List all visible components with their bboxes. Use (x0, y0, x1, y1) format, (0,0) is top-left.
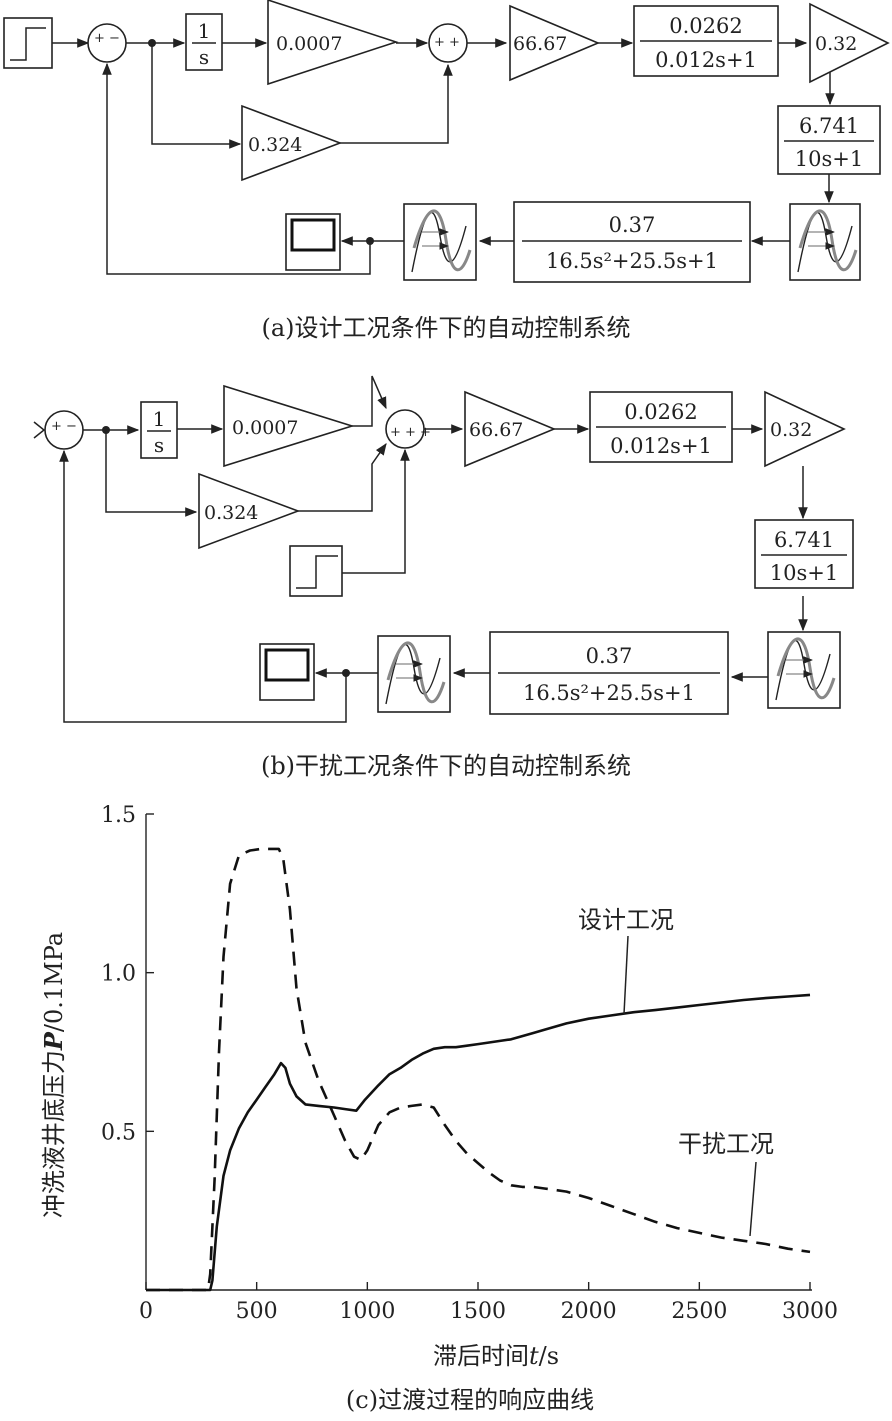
series-layer (146, 847, 811, 1292)
gain-value: 0.324 (248, 134, 302, 156)
caption-a: (a)设计工况条件下的自动控制系统 (261, 314, 630, 342)
caption-c: (c)过渡过程的响应曲线 (346, 1386, 594, 1414)
diagram-b: + − 1 s 0.0007 0.324 + + + (33, 375, 854, 780)
gain-block-0324-b: 0.324 (198, 472, 301, 550)
integrator-block-a: 1 s (185, 13, 223, 71)
leader-line-disturbance (749, 1161, 757, 1237)
sum-junction-1-b: + − (44, 410, 84, 450)
gain-value: 66.67 (513, 33, 567, 55)
transport-delay-block-2-b (377, 635, 451, 713)
transport-delay-block-2-a (403, 203, 477, 281)
gain-value: 0.324 (204, 502, 258, 524)
scope-block-b (259, 643, 315, 701)
scope-block-a (285, 213, 341, 271)
tf-numerator: 0.0262 (624, 400, 697, 424)
x-tick-label: 3000 (782, 1299, 838, 1324)
transfer-function-1-b: 0.0262 0.012s+1 (589, 391, 733, 463)
series-line-design (146, 993, 811, 1292)
tf-denominator: 10s+1 (770, 561, 838, 585)
x-tick-label: 1000 (339, 1299, 395, 1324)
gain-value: 0.32 (815, 33, 857, 55)
gain-block-6667-a: 66.67 (509, 4, 601, 82)
step-source-b (289, 545, 343, 597)
transfer-function-2-a: 6.741 10s+1 (777, 105, 881, 175)
gain-block-0007-b: 0.0007 (223, 384, 355, 468)
x-ticks: 0 500 1000 1500 2000 2500 3000 (139, 1282, 838, 1324)
integrator-denominator: s (199, 45, 209, 69)
x-tick-label: 2000 (561, 1299, 617, 1324)
y-axis-label: 冲洗液井底压力P/0.1MPa (39, 932, 68, 1218)
gain-block-0324-a: 0.324 (241, 104, 343, 182)
transfer-function-3-a: 0.37 16.5s²+25.5s+1 (513, 201, 751, 283)
sum-junction-2-b: + + + (385, 409, 431, 449)
integrator-numerator: 1 (198, 19, 211, 43)
transport-delay-block-1-b (767, 631, 841, 709)
transfer-function-2-b: 6.741 10s+1 (754, 519, 854, 589)
caption-b: (b)干扰工况条件下的自动控制系统 (261, 752, 631, 780)
transfer-function-1-a: 0.0262 0.012s+1 (633, 5, 779, 77)
series-label-design: 设计工况 (578, 906, 674, 934)
x-tick-label: 2500 (671, 1299, 727, 1324)
tf-numerator: 6.741 (774, 528, 834, 552)
transfer-function-3-b: 0.37 16.5s²+25.5s+1 (489, 631, 729, 715)
y-tick-label: 0.5 (101, 1120, 136, 1145)
gain-block-6667-b: 66.67 (464, 390, 557, 468)
sum-junction-1-a: + − (87, 23, 127, 63)
sum-signs: + − (51, 419, 77, 434)
integrator-denominator: s (154, 433, 164, 457)
gain-value: 0.0007 (232, 417, 298, 439)
x-tick-label: 500 (236, 1299, 278, 1324)
y-tick-label: 1.0 (101, 962, 136, 987)
sum-signs: + − (94, 31, 120, 46)
gain-block-032-b: 0.32 (764, 390, 846, 468)
tf-numerator: 6.741 (799, 114, 859, 138)
y-tick-label: 1.5 (101, 803, 136, 828)
tf-denominator: 16.5s²+25.5s+1 (546, 249, 718, 273)
x-axis-label: 滞后时间t/s (433, 1342, 559, 1370)
x-tick-label: 0 (139, 1299, 153, 1324)
step-source-a (3, 17, 53, 69)
y-ticks: 0.5 1.0 1.5 (101, 803, 154, 1145)
sum-signs: + + (434, 35, 460, 50)
tf-numerator: 0.0262 (669, 14, 742, 38)
diagram-a: + − 1 s 0.0007 0.324 + + (3, 0, 890, 342)
gain-block-032-a: 0.32 (809, 2, 890, 84)
series-line-disturbance (146, 847, 811, 1292)
gain-value: 0.0007 (276, 33, 342, 55)
tf-denominator: 0.012s+1 (610, 434, 712, 458)
transport-delay-block-1-a (789, 203, 861, 281)
step-icon (10, 27, 46, 61)
series-label-disturbance: 干扰工况 (678, 1130, 774, 1158)
tf-denominator: 16.5s²+25.5s+1 (523, 681, 695, 705)
gain-block-0007-a: 0.0007 (267, 0, 399, 86)
sum-signs: + + + (390, 425, 431, 440)
tf-numerator: 0.37 (609, 213, 656, 237)
gain-value: 0.32 (770, 419, 812, 441)
gain-value: 66.67 (469, 419, 523, 441)
x-tick-label: 1500 (450, 1299, 506, 1324)
step-icon (296, 555, 338, 589)
leader-line-design (623, 935, 629, 1015)
integrator-block-b: 1 s (140, 401, 178, 459)
tf-denominator: 10s+1 (795, 147, 863, 171)
sum-junction-2-a: + + (428, 23, 468, 63)
tf-numerator: 0.37 (586, 644, 633, 668)
tf-denominator: 0.012s+1 (655, 48, 757, 72)
integrator-numerator: 1 (153, 407, 166, 431)
